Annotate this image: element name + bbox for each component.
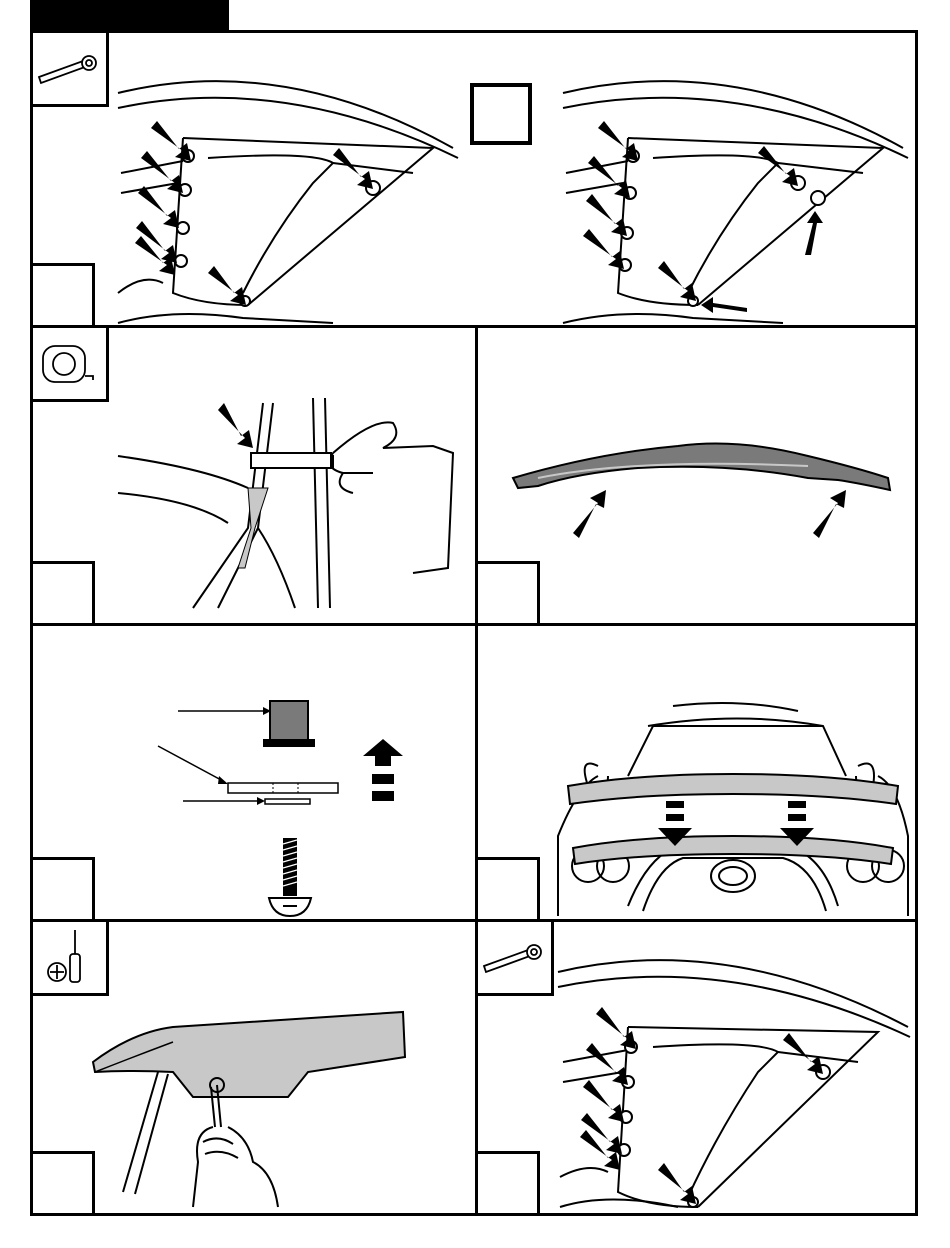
tape-measure-icon <box>33 328 107 400</box>
small-washer <box>265 799 310 804</box>
deflector-raised <box>568 774 898 804</box>
step-number-box-6 <box>33 1151 95 1213</box>
step-number-box-4 <box>33 857 95 919</box>
deflector-illustration <box>478 328 915 623</box>
wrench-icon <box>33 33 107 105</box>
step-number-box-1 <box>33 263 95 325</box>
hardware-illustration <box>33 626 475 919</box>
step-number-box-7 <box>478 1151 540 1213</box>
instruction-frame <box>30 30 918 1216</box>
panel-vehicle <box>478 626 915 919</box>
tool-box-2 <box>33 328 109 402</box>
wrench-icon <box>478 922 552 994</box>
tool-box-1 <box>33 33 109 107</box>
washer <box>228 783 338 793</box>
panel-clean-edge <box>33 328 475 623</box>
tool-box-3 <box>33 922 109 996</box>
step-number-box-5 <box>478 857 540 919</box>
header-tab <box>30 0 229 30</box>
panel-screw <box>33 922 475 1213</box>
checkbox-marker <box>470 83 532 145</box>
screwdriver-icon <box>33 922 107 994</box>
spacer-nut <box>270 701 308 741</box>
panel-hardware <box>33 626 475 919</box>
step-number-box-2 <box>33 561 95 623</box>
hood-illustration <box>33 33 915 325</box>
spacer-flange <box>263 739 315 747</box>
arrow-up-icon <box>363 739 403 801</box>
bolt-icon <box>269 838 311 916</box>
tool-box-4 <box>478 922 554 996</box>
panel-reinstall-bolts <box>478 922 915 1213</box>
panel-deflector-tabs <box>478 328 915 623</box>
vehicle-illustration <box>478 626 915 919</box>
panel-hood-bolts <box>33 33 915 325</box>
step-number-box-3 <box>478 561 540 623</box>
